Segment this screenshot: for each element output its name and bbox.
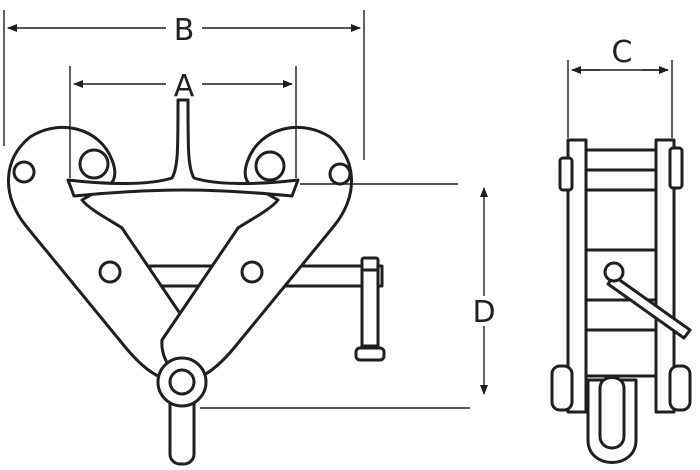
dimension-c-label: C	[612, 35, 633, 70]
dimension-d-label: D	[472, 295, 495, 330]
side-boss-right	[668, 364, 692, 412]
side-nut-top-left	[558, 156, 574, 192]
front-view	[7, 98, 386, 466]
side-nut-top-right	[668, 146, 684, 190]
side-boss-left	[550, 364, 574, 412]
pivot-eye-inner	[168, 368, 196, 396]
right-arm-hole-mid	[240, 260, 264, 284]
dimension-b	[3, 10, 365, 160]
dimension-c	[567, 60, 673, 138]
side-view	[550, 138, 692, 464]
left-jaw-pin	[78, 148, 110, 180]
left-arm-hole-top	[12, 160, 36, 184]
beam-flange	[66, 98, 300, 198]
right-jaw-pin	[254, 150, 286, 182]
side-spacer-low	[584, 328, 658, 378]
right-jaw-arm	[160, 125, 353, 380]
dimension-d	[200, 183, 488, 409]
side-eye	[586, 376, 638, 464]
dimension-a-label: A	[174, 69, 195, 104]
left-arm-hole-mid	[98, 260, 122, 284]
dimension-b-label: B	[174, 13, 195, 48]
right-arm-hole-top	[328, 162, 352, 186]
side-screw	[603, 261, 692, 340]
dimension-a	[69, 66, 297, 178]
